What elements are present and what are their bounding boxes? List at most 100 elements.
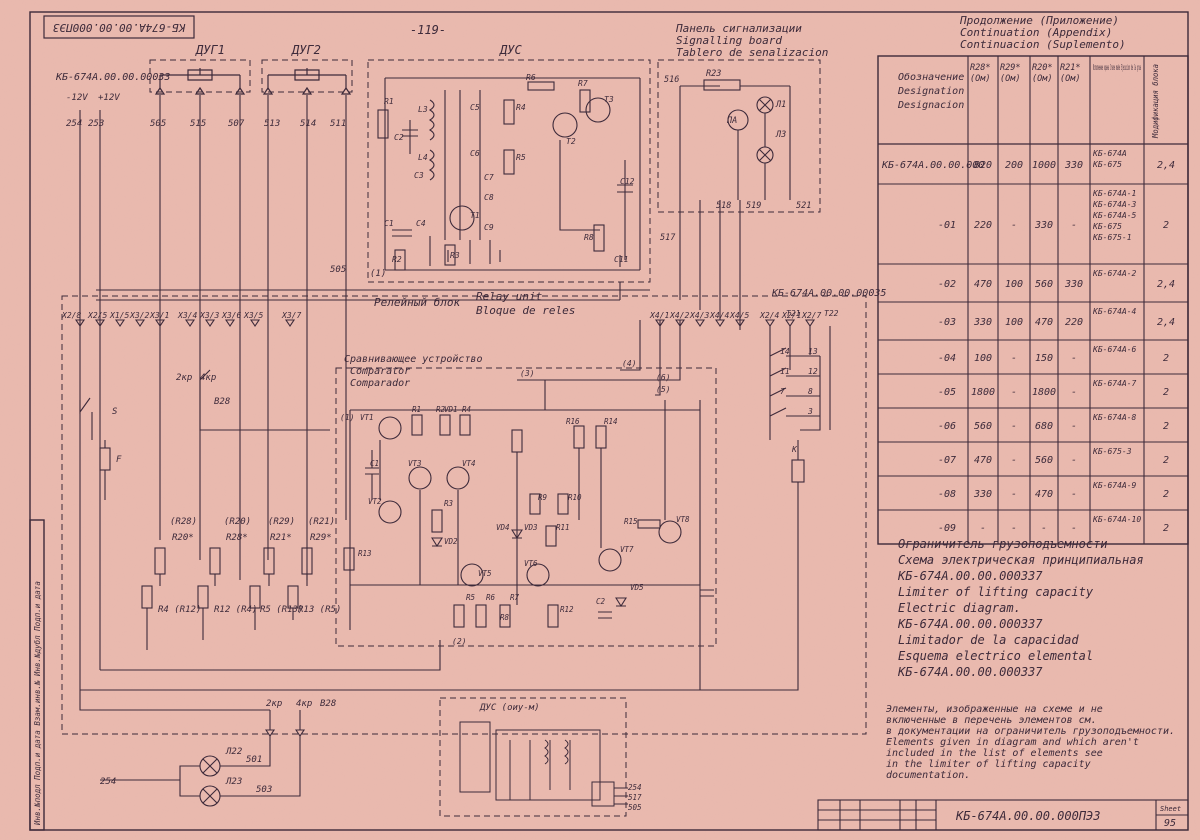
svg-text:254: 254	[100, 777, 116, 787]
svg-text:521: 521	[796, 201, 811, 211]
panel-labels: R23 ПА Л1 Л3 516 518 519 521 517	[660, 69, 811, 243]
wire-505-dus: 505	[330, 265, 346, 275]
note-line: included in the list of elements see	[886, 748, 1103, 759]
svg-text:516: 516	[664, 75, 679, 85]
caption-line: Limiter of lifting capacity	[898, 585, 1094, 599]
svg-text:VD2: VD2	[444, 537, 458, 546]
table-cell: 100	[1005, 279, 1023, 290]
table-cell: -	[1071, 353, 1077, 364]
svg-text:R1: R1	[384, 97, 394, 106]
svg-text:518: 518	[716, 201, 731, 211]
svg-text:(R20): (R20)	[224, 517, 251, 527]
svg-text:VT5: VT5	[478, 569, 492, 578]
left-switch-labels: S F 2кр 4кр B28	[112, 373, 230, 465]
svg-text:517: 517	[628, 793, 642, 802]
svg-text:C1: C1	[384, 219, 394, 228]
relay-label-ru: Релейный блок	[374, 296, 460, 309]
svg-text:X3/7: X3/7	[281, 311, 301, 320]
svg-text:ПА: ПА	[726, 116, 737, 126]
dus-label: ДУС	[499, 43, 522, 57]
svg-text:Л23: Л23	[225, 777, 242, 787]
comparator-label-es: Comparador	[350, 378, 410, 389]
caption-line: КБ-674А.00.00.000ЗЗ7	[897, 665, 1043, 679]
svg-text:R9: R9	[538, 493, 548, 502]
svg-text:B28: B28	[320, 699, 336, 709]
svg-text:501: 501	[246, 755, 262, 765]
table-cell: -	[1071, 220, 1077, 231]
trim-labels: (R28) (R20) (R29) (R21) R20* R28* R21* R…	[158, 517, 341, 615]
svg-text:X2/8: X2/8	[61, 311, 81, 320]
dus-pin-1: (1)	[370, 269, 386, 279]
table-cell: 1000	[1032, 160, 1056, 171]
svg-text:C6: C6	[470, 149, 480, 158]
svg-text:F: F	[116, 455, 122, 465]
title-block	[817, 799, 1189, 831]
svg-text:VT6: VT6	[524, 559, 538, 568]
table-cell: 470	[974, 455, 992, 466]
svg-text:C12: C12	[620, 177, 635, 186]
svg-text:Л3: Л3	[775, 130, 786, 140]
svg-text:T1: T1	[470, 211, 480, 220]
table-cell: -	[1011, 353, 1017, 364]
table-cell: 200	[1005, 160, 1023, 171]
table-cell: -08	[938, 489, 956, 500]
table-cell: -	[1011, 523, 1017, 534]
svg-text:R5 (R13): R5 (R13)	[260, 605, 303, 615]
sheet-number: 95	[1164, 818, 1176, 829]
comparator-labels: VT1 VT2 VT3 VT4 VT5 VT6 VT7 VT8 R1 R2 R3…	[358, 405, 690, 622]
svg-text:Л1: Л1	[775, 100, 786, 110]
svg-text:X1/5: X1/5	[109, 311, 129, 320]
svg-text:Т21: Т21	[786, 309, 800, 318]
table-cell: 560	[974, 421, 992, 432]
wire-254: 254	[66, 119, 82, 129]
svg-text:VT1: VT1	[360, 413, 374, 422]
svg-text:R2: R2	[392, 255, 402, 264]
svg-text:R3: R3	[450, 251, 460, 260]
table-cell: 470	[974, 279, 992, 290]
table-cell: 470	[1035, 489, 1053, 500]
svg-text:2кр: 2кр	[176, 373, 192, 383]
svg-text:C2: C2	[596, 597, 606, 606]
svg-text:X3/3: X3/3	[199, 311, 219, 320]
table-cell: 560	[1035, 279, 1053, 290]
comparator-pin-labels: (3) (4) (5) (6) (1) (2)	[340, 359, 670, 646]
svg-text:K: K	[791, 445, 798, 454]
table-cell: 1800	[1032, 387, 1056, 398]
svg-text:R13 (R5): R13 (R5)	[298, 605, 341, 615]
svg-text:VD4: VD4	[496, 523, 510, 532]
svg-text:503: 503	[256, 785, 272, 795]
comparator-label-en: Comparator	[350, 366, 410, 377]
svg-text:X3/6: X3/6	[221, 311, 241, 320]
note-line: в документации на ограничитель грузоподъ…	[886, 726, 1175, 737]
table-cell-crane: КБ-674А-9	[1092, 481, 1137, 490]
table-cell: -	[980, 523, 986, 534]
comparator-label-ru: Сравнивающее устройство	[344, 353, 482, 365]
trim-resistors	[141, 547, 313, 650]
panel-title-en: Signalling board	[676, 34, 782, 47]
stamp-code-box: КБ-674А.00.00.000ПЭ3	[43, 15, 195, 39]
table-cell: 560	[1035, 455, 1053, 466]
svg-text:R6: R6	[526, 73, 536, 82]
table-header-crane: Исполнение крана Crane make Ejecucion de…	[1093, 63, 1141, 72]
table-cell-crane: КБ-674А-7	[1092, 379, 1137, 388]
left-margin-stamp: Инв.№подл Подп.и дата Взам.инв.№ Инв.№ду…	[33, 581, 42, 826]
svg-text:C4: C4	[416, 219, 426, 228]
svg-text:R15: R15	[624, 517, 638, 526]
svg-text:C8: C8	[484, 193, 494, 202]
svg-text:C1: C1	[370, 459, 379, 468]
svg-text:R14: R14	[604, 417, 618, 426]
table-cell: 100	[1005, 317, 1023, 328]
svg-text:R12: R12	[560, 605, 574, 614]
caption-line: Electric diagram.	[898, 601, 1021, 615]
svg-text:X3/4: X3/4	[177, 311, 197, 320]
table-cell: -03	[938, 317, 956, 328]
svg-text:R2: R2	[436, 405, 446, 414]
note-line: включенные в перечень элементов см.	[886, 715, 1097, 726]
table-cell: 2,4	[1157, 279, 1175, 290]
